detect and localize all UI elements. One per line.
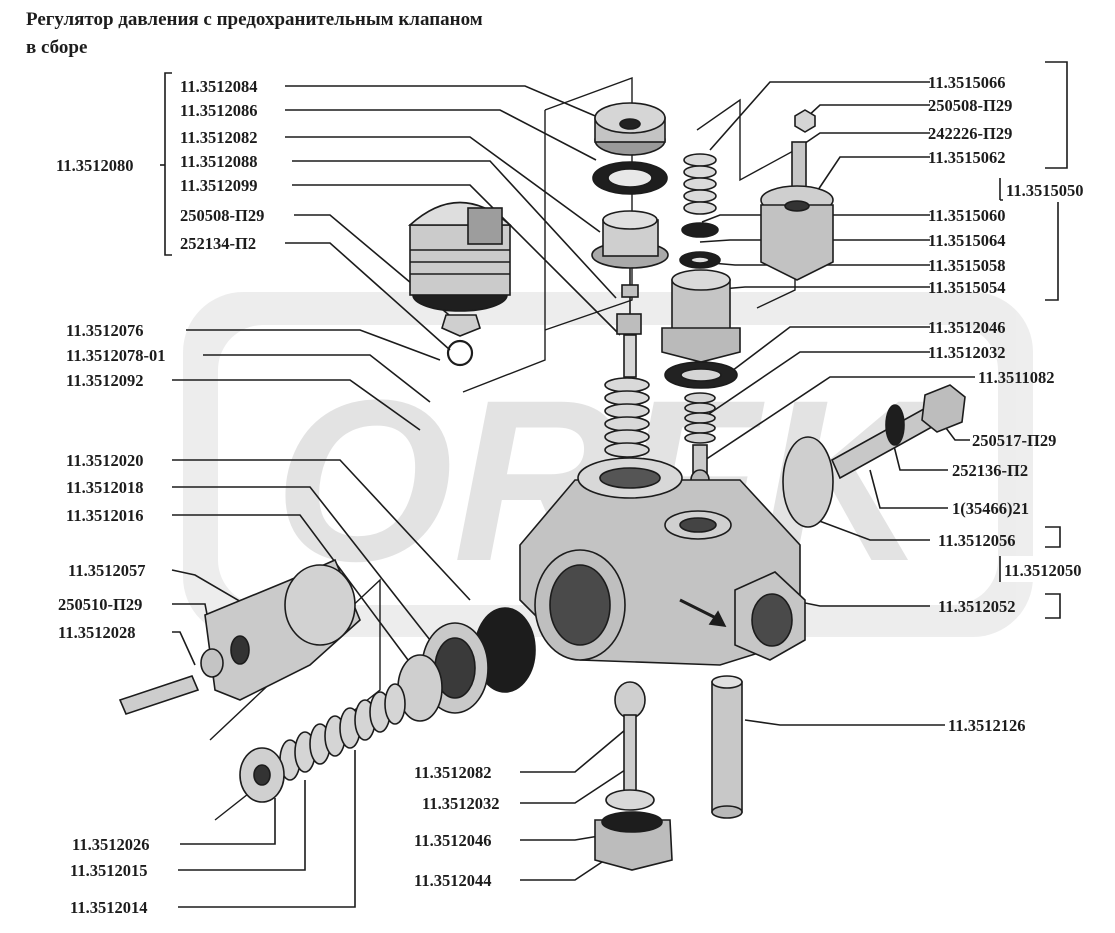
label-3515066: 11.3515066 xyxy=(928,73,1005,92)
filter-3512016 xyxy=(397,607,536,722)
seats-3515058 xyxy=(679,222,721,269)
label-3512016: 11.3512016 xyxy=(66,506,143,525)
leader-lines xyxy=(160,61,1115,908)
plug-3512080 xyxy=(407,201,513,367)
label-3512026: 11.3512026 xyxy=(72,835,149,854)
label-3512028: 11.3512028 xyxy=(58,623,135,642)
label-3512088: 11.3512088 xyxy=(180,152,257,171)
label-3512018: 11.3512018 xyxy=(66,478,143,497)
diaphragm-cup-3512082 xyxy=(591,210,669,378)
label-3512126: 11.3512126 xyxy=(948,716,1025,735)
label-3512046-bottom: 11.3512046 xyxy=(414,831,491,850)
diagram-title: Регулятор давления с предохранительным к… xyxy=(26,9,483,58)
cap-nut-3515062 xyxy=(760,109,834,281)
cap-3512084 xyxy=(592,102,668,195)
label-3512020: 11.3512020 xyxy=(66,451,143,470)
label-250517: 250517-П29 xyxy=(972,431,1056,450)
parts xyxy=(118,102,966,871)
label-3512032-bottom: 11.3512032 xyxy=(422,794,499,813)
bracket-3512080 xyxy=(164,72,172,256)
label-3512082-bottom: 11.3512082 xyxy=(414,763,491,782)
label-3515062: 11.3515062 xyxy=(928,148,1005,167)
label-3512078: 11.3512078-01 xyxy=(66,346,165,365)
label-3512080: 11.3512080 xyxy=(56,156,133,175)
label-3512082-top: 11.3512082 xyxy=(180,128,257,147)
label-3515060: 11.3515060 xyxy=(928,206,1005,225)
label-3512099: 11.3512099 xyxy=(180,176,257,195)
label-35466: 1(35466)21 xyxy=(952,499,1029,518)
part-labels: 11.3512084 11.3512086 11.3512082 11.3512… xyxy=(56,73,1083,917)
label-252136: 252136-П2 xyxy=(952,461,1028,480)
label-3512084: 11.3512084 xyxy=(180,77,257,96)
label-3512052: 11.3512052 xyxy=(938,597,1015,616)
label-3515054: 11.3515054 xyxy=(928,278,1005,297)
housing-3512050 xyxy=(519,436,834,666)
plug-3512057 xyxy=(118,558,361,715)
label-3515064: 11.3515064 xyxy=(928,231,1005,250)
label-3512032-top: 11.3512032 xyxy=(928,343,1005,362)
label-3512015: 11.3512015 xyxy=(70,861,147,880)
label-3511082: 11.3511082 xyxy=(978,368,1055,387)
spring-3515066 xyxy=(683,153,717,215)
spring-3512015 xyxy=(239,683,406,803)
label-250510: 250510-П29 xyxy=(58,595,142,614)
label-3512056: 11.3512056 xyxy=(938,531,1015,550)
label-3512050: 11.3512050 xyxy=(1004,561,1081,580)
label-3515058: 11.3515058 xyxy=(928,256,1005,275)
label-3515050: 11.3515050 xyxy=(1006,181,1083,200)
label-3512046-top: 11.3512046 xyxy=(928,318,1005,337)
label-3512044: 11.3512044 xyxy=(414,871,491,890)
body-3515054 xyxy=(661,269,741,389)
label-3512076: 11.3512076 xyxy=(66,321,143,340)
label-250508-right: 250508-П29 xyxy=(928,96,1012,115)
tube-3512126 xyxy=(711,675,743,819)
label-250508-left: 250508-П29 xyxy=(180,206,264,225)
label-3512086: 11.3512086 xyxy=(180,101,257,120)
label-3512057: 11.3512057 xyxy=(68,561,145,580)
label-3512014: 11.3512014 xyxy=(70,898,147,917)
label-3512092: 11.3512092 xyxy=(66,371,143,390)
valve-3512082-bottom xyxy=(594,681,673,871)
bolt-35466 xyxy=(830,384,966,480)
spring-3512092 xyxy=(604,377,650,458)
label-242226: 242226-П29 xyxy=(928,124,1012,143)
label-252134: 252134-П2 xyxy=(180,234,256,253)
